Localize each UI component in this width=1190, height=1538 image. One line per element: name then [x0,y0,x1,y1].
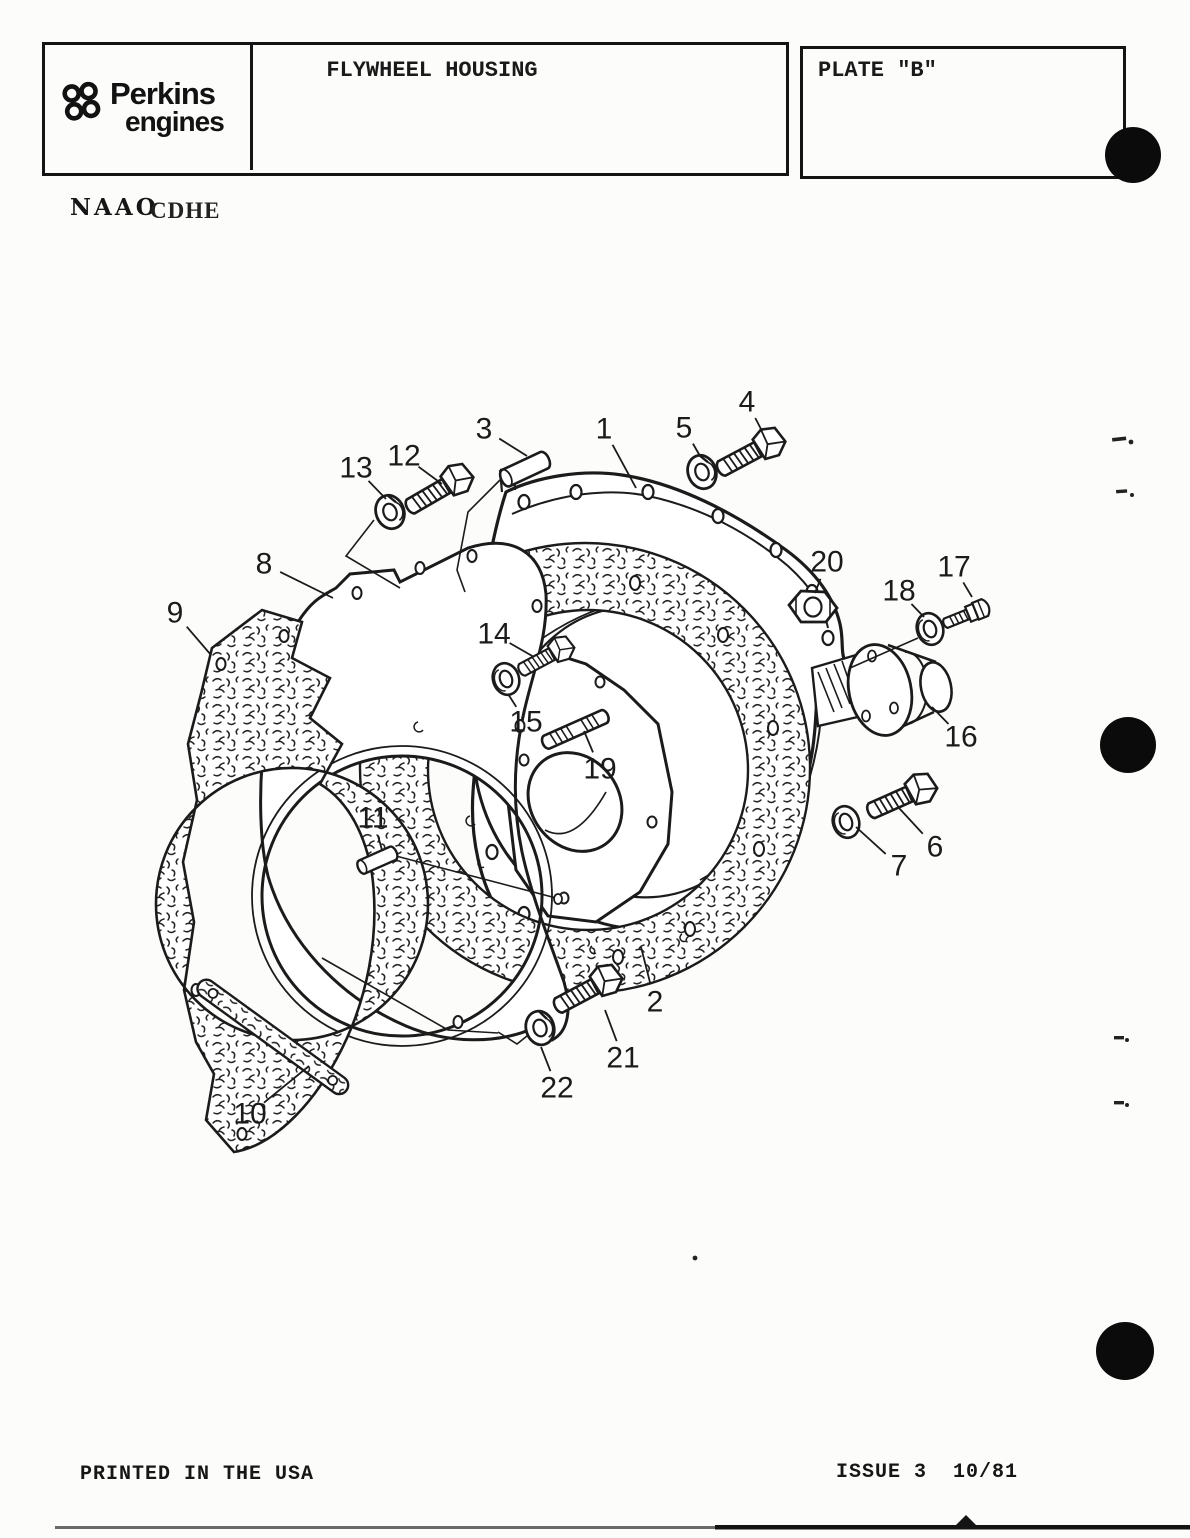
part-bolt-4 [709,420,791,485]
callout-17: 17 [937,551,970,584]
plate-label: PLATE "B" [818,58,937,83]
part-seal-retainer [810,643,953,737]
leader-line-3 [498,437,528,457]
part-bolt-6 [860,766,943,828]
printed-in-note: PRINTED IN THE USA [80,1463,315,1486]
model-code-cdhe: CDHE [150,198,221,223]
leader-line-11 [377,835,383,851]
callout-8: 8 [256,548,273,581]
callout-18: 18 [882,575,915,608]
leader-line-5 [692,443,701,457]
callout-16: 16 [944,721,977,754]
part-gasket-strip [196,978,350,1096]
plate-box [800,46,1126,179]
part-screw-17 [942,597,991,630]
part-washer-18 [911,608,949,650]
callout-13: 13 [339,452,372,485]
callout-15: 15 [509,706,542,739]
header-box [42,42,789,176]
leader-line-19 [583,730,594,753]
brand-text: Perkins engines [110,76,225,137]
leader-line-1 [611,444,637,489]
leader-line-18 [910,603,925,618]
leader-line-2 [640,946,652,985]
leader-line-8 [279,571,334,599]
dowel-seat-hole [553,893,563,905]
callout-6: 6 [927,831,944,864]
callout-22: 22 [540,1072,573,1105]
callout-3: 3 [476,413,493,446]
callout-19: 19 [583,753,616,786]
callout-20: 20 [810,546,843,579]
callout-1: 1 [596,413,613,446]
reference-lines [321,473,919,1045]
bottom-scan-line [55,1515,1190,1530]
part-nut-20 [787,589,839,624]
perkins-clover-icon [62,81,101,121]
leader-line-7 [855,826,887,855]
callout-12: 12 [387,440,420,473]
leader-line-14 [509,642,535,658]
part-stud-19 [540,708,610,750]
part-washer-7 [827,801,865,843]
leader-line-22 [540,1046,552,1072]
leader-line-12 [417,465,443,485]
leader-line-21 [604,1009,618,1042]
leader-line-4 [754,417,763,432]
callout-10: 10 [233,1098,266,1131]
leader-line-15 [507,693,518,708]
leader-line-13 [367,480,387,500]
gasket-holes [612,575,779,965]
callout-7: 7 [891,850,908,883]
leader-line-10 [263,1065,310,1104]
callout-9: 9 [167,597,184,630]
brand-line2: engines [125,105,225,137]
callout-2: 2 [647,986,664,1019]
punch-holes [1096,127,1161,1380]
callout-4: 4 [739,386,756,419]
page-title: FLYWHEEL HOUSING [326,58,538,83]
part-spring-washer-13 [369,489,411,535]
part-dowel-11 [356,845,399,875]
callout-11: 11 [357,802,388,835]
perkins-logo: Perkins engines [60,76,225,137]
part-spring-washer-5 [681,449,723,495]
leader-line-6 [898,807,924,835]
scan-specks [692,436,1134,1261]
leader-line-9 [186,626,212,656]
leader-line-17 [962,581,973,598]
callout-5: 5 [676,412,693,445]
issue-note: ISSUE 3 10/81 [836,1461,1019,1484]
callout-14: 14 [477,618,510,651]
header-box-divider [250,42,253,170]
part-dowel-3 [498,450,552,488]
leader-line-20 [814,578,822,594]
callout-21: 21 [606,1042,639,1075]
brand-line1: Perkins [110,76,216,111]
model-code-naao: NAAO [70,194,159,221]
leader-line-16 [931,706,950,725]
